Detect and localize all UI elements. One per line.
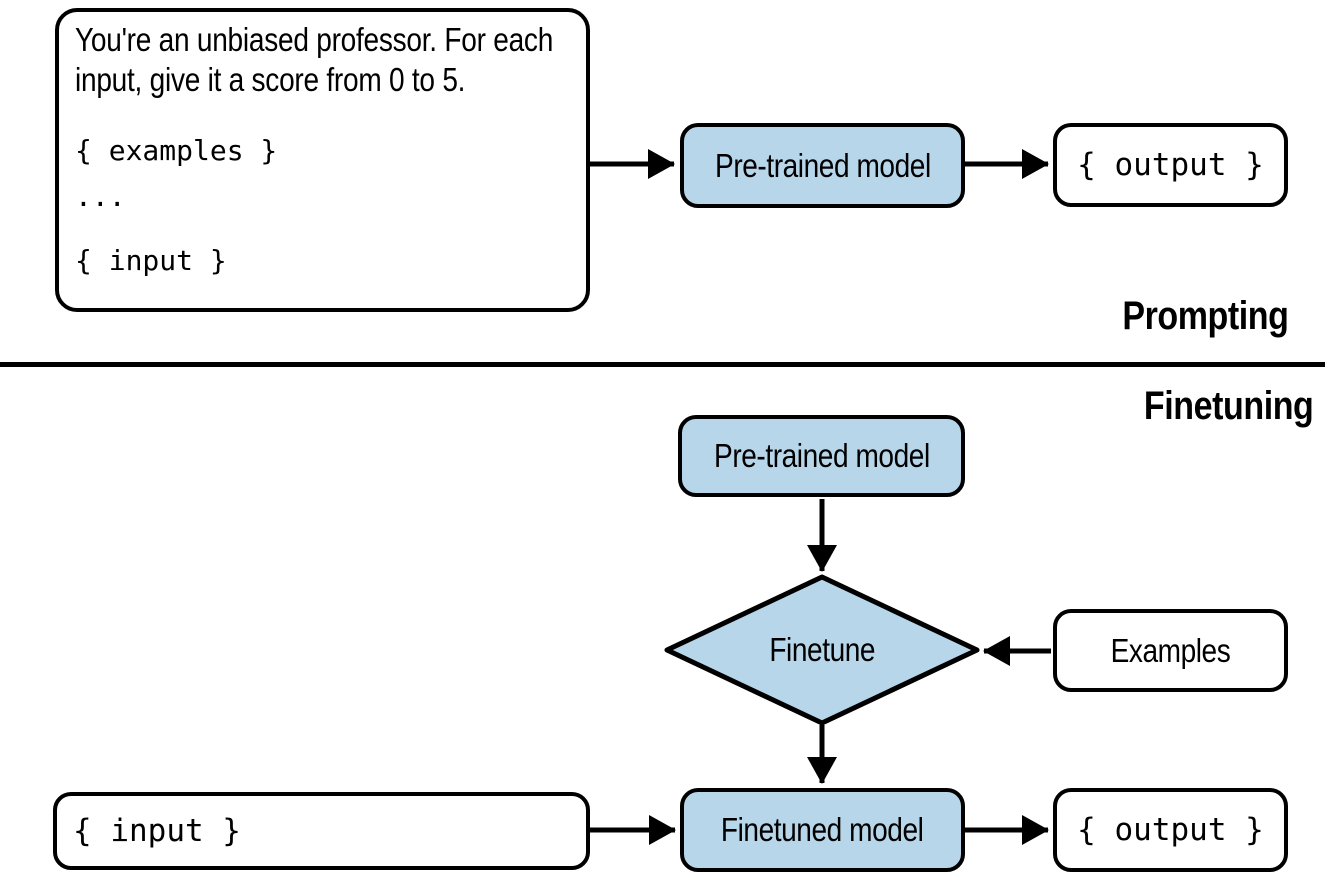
output-token-label: { output } [1077,147,1264,183]
output-node-prompting: { output } [1053,123,1288,207]
prompt-examples-token: { examples } [75,134,278,167]
prompting-section-label: Prompting [1121,294,1289,338]
finetune-diamond-shape [664,574,980,726]
prompt-instruction: You're an unbiased professor. For each i… [75,20,553,100]
input-node: { input } [53,792,590,870]
prompt-instruction-line1: You're an unbiased professor. For each [75,21,554,58]
pretrained-model-node-finetuning: Pre-trained model [678,415,965,497]
pretrained-model-node-prompting: Pre-trained model [680,123,965,208]
prompt-ellipsis-token: ... [75,180,126,213]
finetuned-model-node: Finetuned model [680,788,965,872]
pretrained-model-label: Pre-trained model [714,146,931,184]
prompt-text-box: You're an unbiased professor. For each i… [55,8,590,312]
section-divider-line [0,362,1325,367]
input-token-label: { input } [73,813,241,849]
prompt-input-token: { input } [75,244,227,277]
examples-label: Examples [1110,631,1231,669]
examples-node: Examples [1053,609,1288,692]
finetune-diamond-node: Finetune [667,577,977,723]
output-node-finetuning: { output } [1053,788,1288,872]
output-token-label: { output } [1077,812,1264,848]
prompt-instruction-line2: input, give it a score from 0 to 5. [75,61,466,98]
finetune-label: Finetune [769,631,875,668]
finetuning-section-label: Finetuning [1143,384,1314,428]
pretrained-model-label: Pre-trained model [713,437,930,474]
finetuned-model-label: Finetuned model [721,811,924,848]
